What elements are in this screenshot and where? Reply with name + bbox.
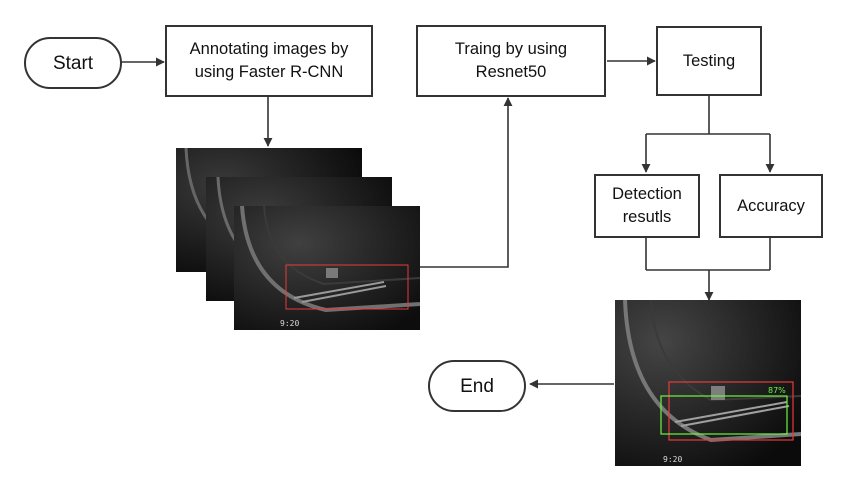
result-image-timestamp: 9:20 [663,455,683,464]
confidence-score: 87% [768,386,786,395]
annotate-process-box: Annotating images by using Faster R-CNN [165,25,373,97]
accuracy-label: Accuracy [737,196,805,215]
annotate-label: Annotating images by using Faster R-CNN [189,40,349,81]
end-terminal: End [428,360,526,412]
arrow-images-to-train [420,97,513,268]
testing-process-box: Testing [656,26,762,96]
accuracy-box: Accuracy [719,174,823,238]
testing-label: Testing [682,51,736,70]
train-process-box: Traing by using Resnet50 [416,25,606,97]
detection-results-box: Detection resutls [594,174,700,238]
start-terminal: Start [24,37,122,89]
end-label: End [460,375,494,397]
start-label: Start [52,52,94,74]
train-label: Traing by using Resnet50 [454,40,568,81]
prediction-box [660,395,788,435]
detection-label: Detection resutls [612,185,682,226]
annotation-bounding-box [285,264,409,310]
detection-result-image: 87% 9:20 [615,300,801,466]
image-timestamp: 9:20 [280,319,300,328]
ground-truth-box [668,381,794,441]
annotated-image-front: 9:20 [234,206,420,330]
